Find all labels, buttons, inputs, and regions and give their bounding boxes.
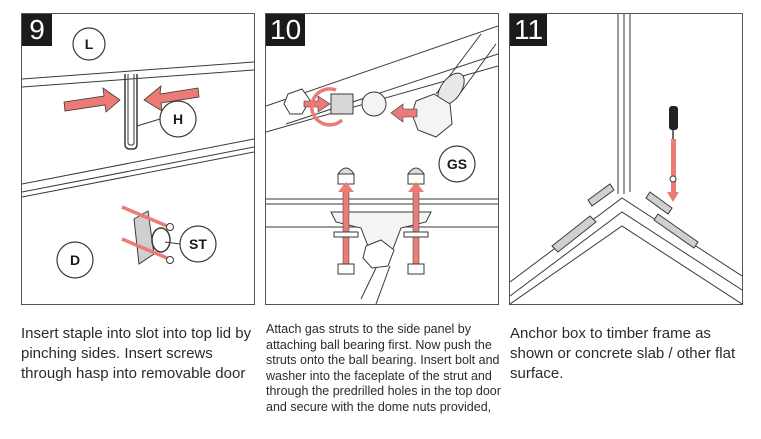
step-9-caption: Insert staple into slot into top lid by … — [21, 325, 252, 382]
label-h: H — [173, 111, 183, 127]
bolt-arrow-icon — [342, 185, 350, 265]
step-10-number: 10 — [266, 14, 306, 46]
step-9-illustration: L H ST D — [22, 27, 254, 279]
arrow-right-icon — [63, 87, 121, 113]
arrow-left-icon — [143, 85, 200, 112]
label-d: D — [70, 252, 80, 268]
step-9-number: 9 — [22, 14, 52, 46]
nut-icon — [283, 88, 311, 115]
staple-icon — [124, 74, 138, 150]
screw-arrow-icon — [121, 205, 168, 228]
step-11-caption: Anchor box to timber frame as shown or c… — [510, 325, 736, 382]
label-l: L — [85, 36, 94, 52]
step-10-illustration: GS — [266, 25, 498, 304]
step-11-number: 11 — [510, 14, 548, 46]
step-9-panel: 9 L H ST D — [21, 13, 255, 305]
step-10-caption: Attach gas struts to the side panel by a… — [266, 322, 501, 414]
screwdriver-icon — [669, 106, 678, 130]
step-11-panel: 11 — [509, 13, 743, 305]
step-10-panel: 10 GS — [265, 13, 499, 305]
step-11-illustration — [510, 14, 742, 304]
bracket-icon — [551, 215, 597, 253]
rotate-arrow-icon — [309, 87, 344, 127]
label-st: ST — [189, 236, 207, 252]
label-gs: GS — [447, 156, 467, 172]
